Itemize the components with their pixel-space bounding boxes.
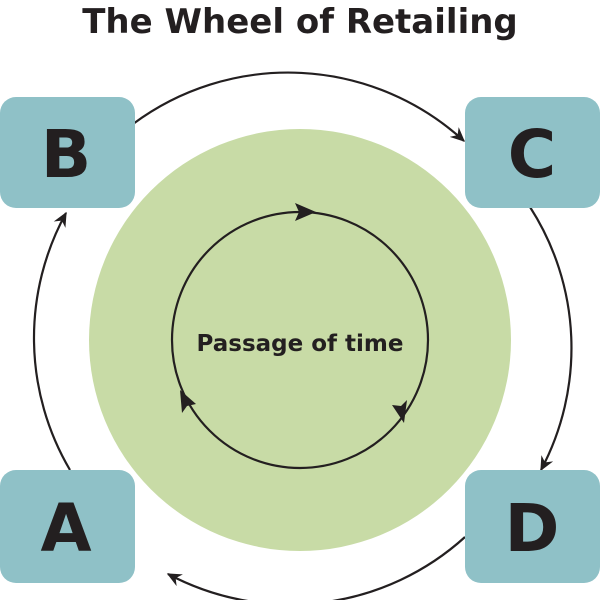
node-c-box [465,97,600,208]
node-b-label: B [41,116,91,193]
inner-arrowheads [180,203,407,423]
inner-arrow-lower-left [180,390,196,413]
inner-arrow-top [295,203,316,221]
arrow-c-to-d [529,206,573,472]
diagram-title: The Wheel of Retailing [82,2,518,42]
node-a: A [0,470,135,583]
node-a-label: A [40,490,91,567]
node-c: C [465,97,600,208]
inner-arrow-lower-right [392,400,407,423]
node-c-label: C [508,116,556,193]
arrow-a-to-b [32,211,71,471]
arrow-d-to-a [166,536,466,600]
center-label: Passage of time [197,331,404,357]
center-circle [89,129,511,551]
node-b: B [0,97,135,208]
node-d-label: D [505,490,560,567]
node-b-box [0,97,135,208]
node-a-box [0,470,135,583]
arrow-b-to-c [132,71,465,142]
node-d: D [465,470,600,583]
node-d-box [465,470,600,583]
